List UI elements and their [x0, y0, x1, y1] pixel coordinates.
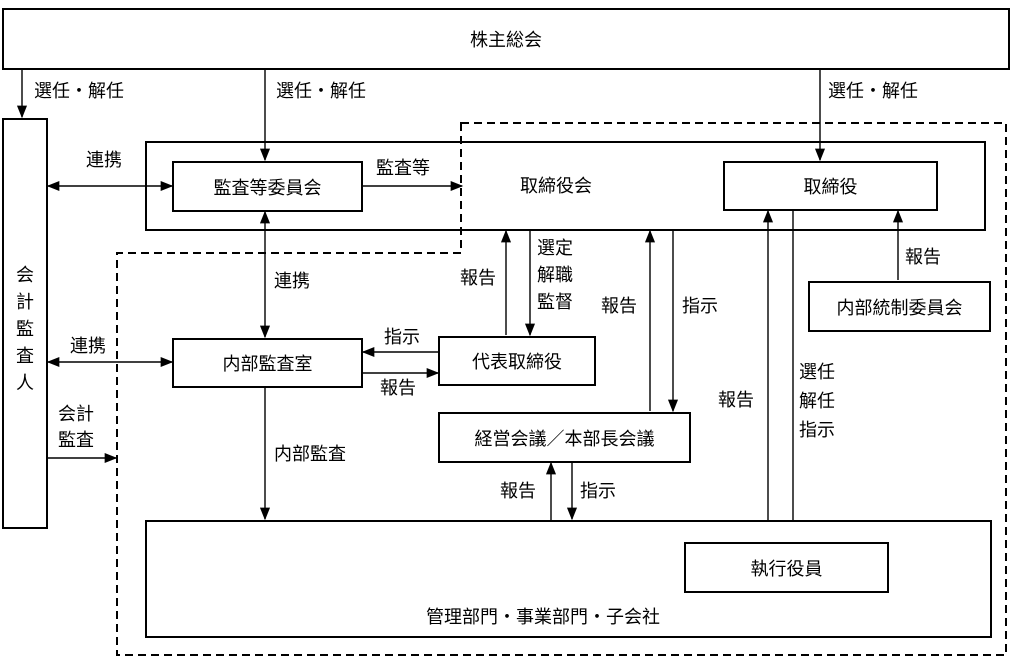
label-select-3: 監督: [537, 292, 573, 313]
directors-box: 取締役: [723, 161, 938, 211]
label-instruct-mgmt-dept: 指示: [580, 481, 616, 502]
auditor-char: 会: [16, 265, 34, 286]
auditor-char: 査: [16, 346, 34, 367]
label-coop-auditor-internal: 連携: [70, 336, 106, 357]
label-elect-exec-1: 選任: [799, 362, 835, 383]
label-report-internal-rep: 報告: [380, 378, 416, 399]
representative-director-box: 代表取締役: [438, 336, 596, 386]
representative-director-label: 代表取締役: [472, 352, 562, 373]
label-report-mgmt-board: 報告: [601, 296, 637, 317]
label-select-2: 解職: [537, 265, 573, 286]
label-select-1: 選定: [537, 238, 573, 259]
shareholders-meeting-label: 株主総会: [470, 30, 542, 51]
audit-committee-label: 監査等委員会: [213, 177, 322, 199]
executive-officers-box: 執行役員: [684, 542, 889, 593]
auditor-char: 計: [16, 292, 34, 313]
directors-label: 取締役: [803, 177, 858, 198]
execution-region-border: [116, 122, 1007, 656]
executive-officers-label: 執行役員: [750, 558, 823, 580]
label-elect-exec-2: 解任: [799, 391, 835, 412]
auditor-char: 監: [16, 319, 34, 340]
management-meeting-box: 経営会議／本部長会議: [438, 412, 691, 463]
management-meeting-label: 経営会議／本部長会議: [474, 428, 655, 450]
label-internal-audit: 内部監査: [274, 444, 346, 465]
label-accounting-audit-2: 監査: [58, 430, 94, 451]
label-report-icc: 報告: [905, 247, 941, 268]
label-elect-dismiss-directors: 選任・解任: [828, 81, 918, 102]
label-report-rep-board: 報告: [460, 268, 496, 289]
label-report-exec-directors: 報告: [718, 390, 754, 411]
internal-audit-office-label: 内部監査室: [222, 354, 313, 375]
internal-control-committee-label: 内部統制委員会: [836, 297, 963, 319]
label-instruct-rep-internal: 指示: [384, 327, 420, 348]
internal-control-committee-box: 内部統制委員会: [808, 281, 991, 332]
shareholders-meeting-box: 株主総会: [2, 8, 1010, 70]
label-elect-dismiss-auditor: 選任・解任: [34, 81, 124, 102]
departments-label: 管理部門・事業部門・子会社: [426, 607, 660, 628]
accounting-auditor-box: 会 計 監 査 人: [2, 118, 48, 529]
label-accounting-audit-1: 会計: [58, 404, 94, 425]
audit-committee-box: 監査等委員会: [172, 161, 363, 212]
label-instruct-board-mgmt: 指示: [682, 296, 718, 317]
board-of-directors-box: [145, 141, 986, 231]
label-elect-dismiss-committee: 選任・解任: [276, 81, 366, 102]
label-coop-committee-internal: 連携: [274, 271, 310, 292]
internal-audit-office-box: 内部監査室: [172, 338, 363, 388]
board-of-directors-label: 取締役会: [520, 176, 592, 197]
label-audit-etc: 監査等: [376, 158, 430, 179]
label-coop-auditor-committee: 連携: [86, 150, 122, 171]
label-elect-exec-3: 指示: [799, 420, 835, 441]
label-report-dept-mgmt: 報告: [500, 481, 536, 502]
auditor-char: 人: [16, 373, 34, 394]
